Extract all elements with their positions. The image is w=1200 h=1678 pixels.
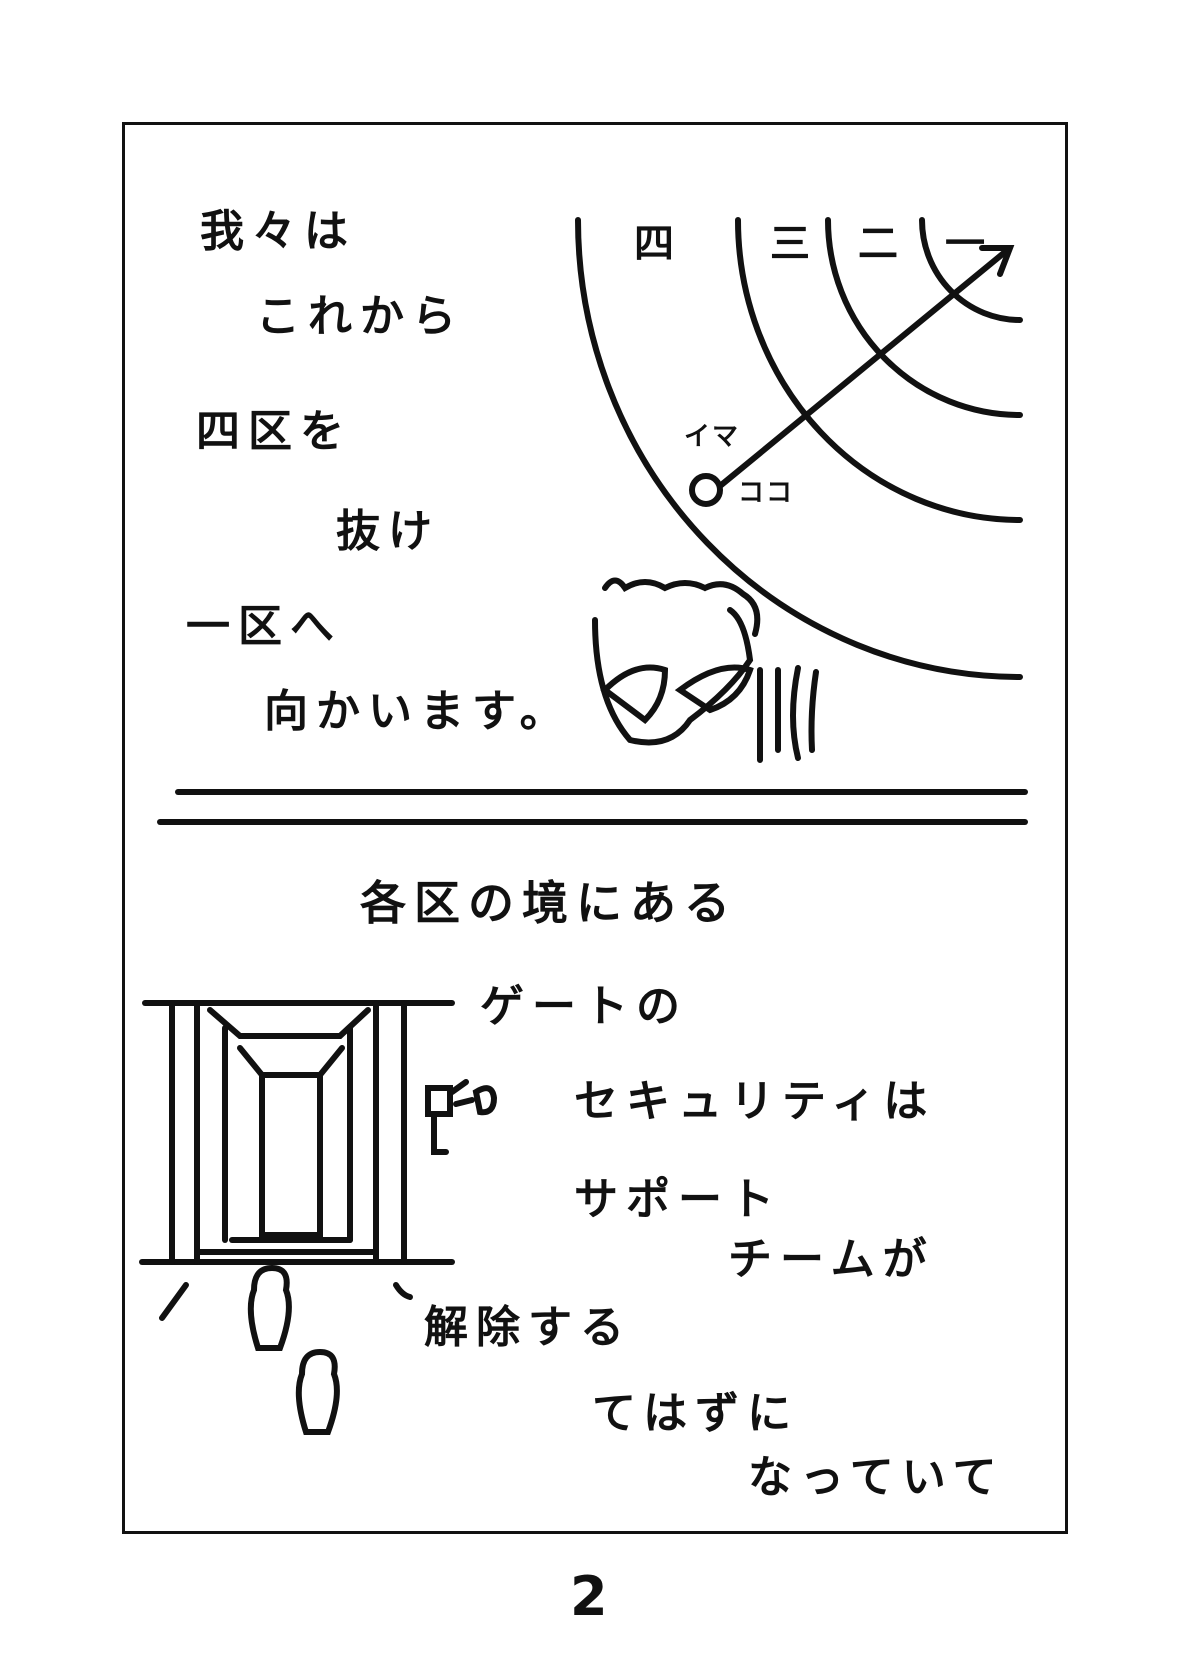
- character-face: [592, 607, 754, 746]
- bottom-line-6: てはずに: [592, 1388, 800, 1439]
- guard-head: [425, 1085, 453, 1117]
- narration-line-1: 我々は: [200, 206, 356, 257]
- current-position-marker: [689, 473, 723, 507]
- ring-arc-3: [735, 217, 1023, 523]
- narration-line-4: 抜け: [336, 506, 440, 557]
- ring-label-2: 二: [858, 221, 898, 267]
- page-number: 2: [570, 1565, 608, 1628]
- marker-label-here: ココ: [738, 478, 795, 508]
- gate-side-mark: [393, 1282, 413, 1300]
- gate-arch: [207, 1007, 371, 1039]
- character-hand: [757, 667, 781, 763]
- ring-arc-1: [919, 217, 1023, 323]
- guard-hand: [472, 1085, 498, 1116]
- narration-line-2: これから: [256, 291, 464, 342]
- bottom-line-5: 解除する: [424, 1302, 632, 1353]
- ring-label-1: 一: [945, 221, 985, 267]
- character-eye: [674, 664, 754, 714]
- bottom-line-7: なっていて: [748, 1452, 1005, 1503]
- character-hand: [790, 665, 819, 761]
- bottom-line-3: サポート: [574, 1174, 782, 1225]
- marker-label-now: イマ: [684, 422, 741, 452]
- gate-corridor: [259, 1072, 323, 1238]
- ring-arc-2: [825, 217, 1023, 418]
- visitor-1: [247, 1264, 292, 1351]
- page-frame: [122, 122, 1068, 1534]
- ring-label-4: 四: [634, 221, 674, 267]
- gate-arch-inner: [237, 1045, 345, 1078]
- bottom-heading: 各区の境にある: [360, 876, 738, 930]
- narration-line-3: 四区を: [196, 406, 352, 457]
- character-hair: [602, 577, 761, 637]
- visitor-2: [295, 1348, 340, 1435]
- route-arrow-head: [979, 245, 1015, 277]
- route-arrow: [717, 249, 1008, 489]
- bottom-line-1: ゲートの: [480, 981, 688, 1032]
- ring-label-3: 三: [770, 221, 810, 267]
- gate-side-line: [159, 1282, 189, 1321]
- narration-line-6: 向かいます。: [264, 686, 572, 737]
- bottom-line-2: セキュリティは: [574, 1076, 936, 1127]
- character-eye: [600, 664, 669, 724]
- narration-line-5: 一区へ: [186, 601, 342, 652]
- guard-glance: [449, 1079, 475, 1107]
- guard-body: [431, 1111, 449, 1155]
- ring-arc-4: [575, 217, 1023, 680]
- bottom-line-4: チームが: [728, 1234, 935, 1285]
